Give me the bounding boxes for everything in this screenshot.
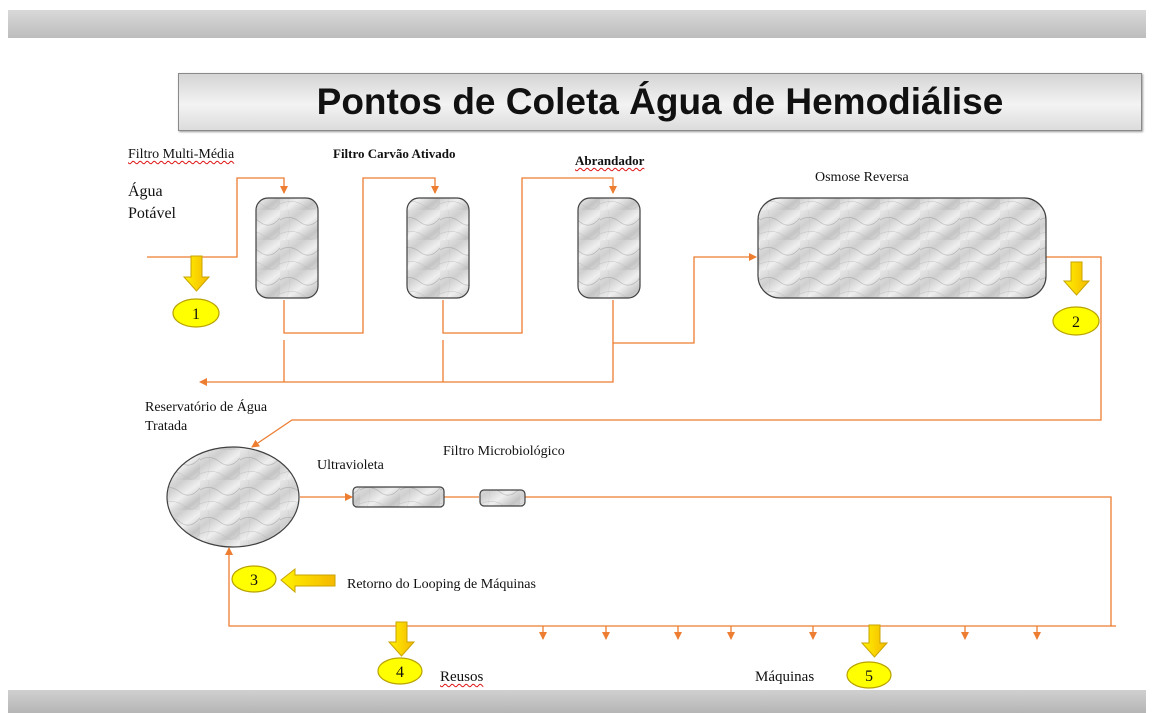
label-softener: Abrandador (575, 153, 645, 168)
marker-3-label: 3 (250, 572, 258, 589)
pipe-drain-main (199, 343, 614, 386)
label-ultraviolet: Ultravioleta (317, 458, 384, 473)
pipe-multimedia-carvao (283, 177, 439, 334)
collection-arrow-5-icon (860, 624, 889, 658)
marker-1: 1 (172, 298, 220, 328)
pipes (147, 177, 1116, 640)
marker-4: 4 (377, 657, 423, 685)
marker-5-label: 5 (865, 668, 873, 685)
microbiological-filter (479, 489, 526, 507)
label-reuse: Reusos (440, 669, 484, 685)
pipe-osmose-reservoir (251, 256, 1102, 448)
pipe-loop (225, 496, 1112, 627)
marker-4-label: 4 (396, 664, 404, 681)
label-reverse-osmosis: Osmose Reversa (815, 170, 909, 185)
label-machines: Máquinas (755, 669, 815, 685)
label-loop-return: Retorno do Looping de Máquinas (347, 577, 536, 592)
label-potable-water-2: Potável (128, 205, 176, 222)
label-microbiological-filter: Filtro Microbiológico (443, 444, 565, 459)
pipe-carvao-abrandador (442, 177, 617, 334)
pipe-inlet (147, 177, 288, 258)
softener-vessel (577, 197, 641, 299)
collection-arrow-2-icon (1062, 261, 1091, 296)
multimedia-filter-vessel (255, 197, 319, 299)
treated-water-reservoir (166, 446, 300, 548)
return-arrow-icon (280, 567, 336, 594)
marker-1-label: 1 (192, 306, 200, 323)
label-multimedia-filter: Filtro Multi-Média (128, 147, 235, 162)
pipe-abrandador-osmose (612, 253, 757, 344)
collection-arrow-1-icon (182, 255, 211, 292)
label-potable-water-1: Água (128, 183, 163, 200)
marker-2-label: 2 (1072, 314, 1080, 331)
label-carbon-filter: Filtro Carvão Ativado (333, 146, 456, 161)
marker-3: 3 (231, 565, 277, 593)
collection-arrow-4-icon (387, 621, 416, 657)
marker-5: 5 (846, 661, 892, 689)
marker-2: 2 (1052, 306, 1100, 336)
top-bar (8, 10, 1146, 38)
ultraviolet-unit (352, 486, 445, 508)
label-reservoir-2: Tratada (145, 419, 188, 434)
reverse-osmosis-vessel (757, 197, 1047, 299)
diagram-title: Pontos de Coleta Água de Hemodiálise (178, 73, 1142, 131)
label-reservoir-1: Reservatório de Água (145, 400, 268, 415)
bottom-bar (8, 690, 1146, 713)
carbon-filter-vessel (406, 197, 470, 299)
